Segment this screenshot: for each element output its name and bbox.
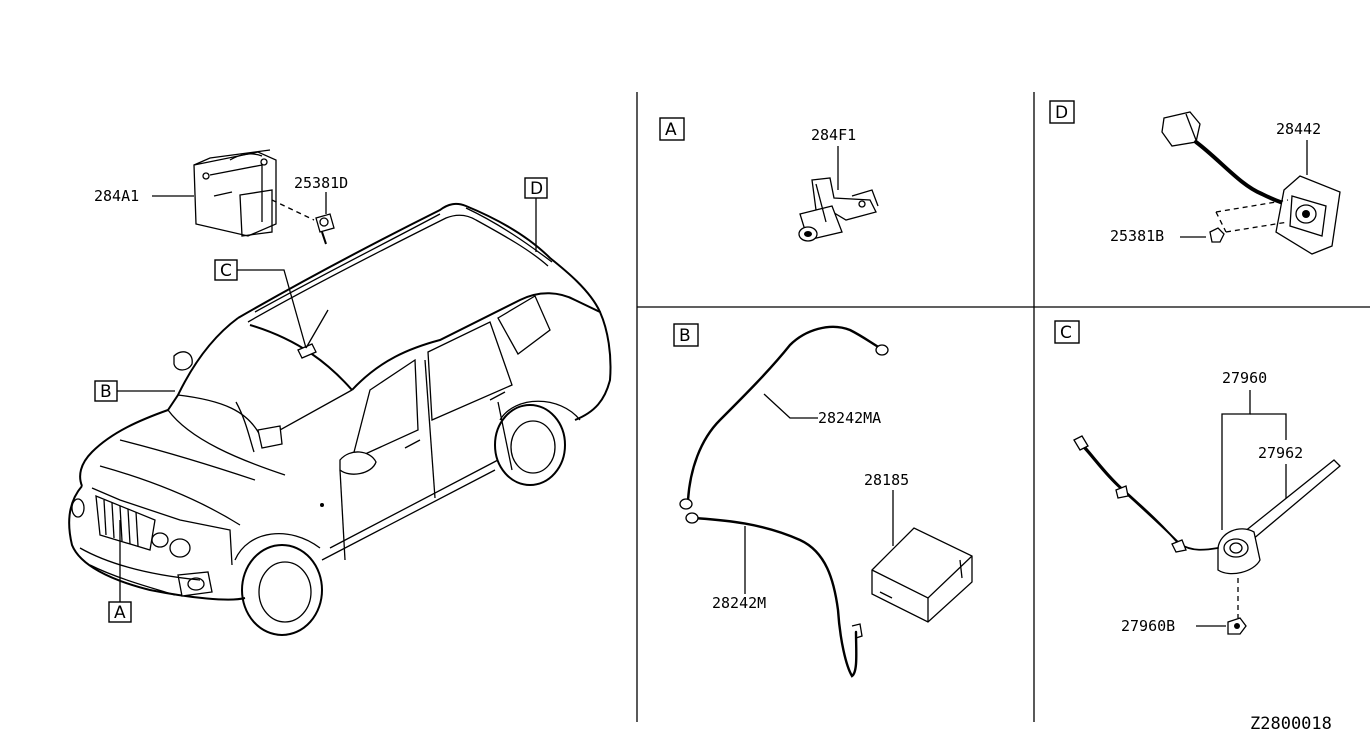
part-28185-label: 28185 <box>864 471 909 489</box>
marker-c-label: C <box>220 261 232 281</box>
part-28442-label: 28442 <box>1276 120 1321 138</box>
panel-a-label: A <box>665 120 677 140</box>
module-28185 <box>871 527 973 623</box>
panel-d: D 28442 25381B <box>1049 100 1341 255</box>
part-284a1-label: 284A1 <box>94 187 139 205</box>
diagram-id: Z2800018 <box>1250 714 1332 734</box>
panel-c: C 27960 27962 27960B <box>1054 320 1341 635</box>
panel-b: B 28242MA 28242M 28185 <box>673 323 973 678</box>
antenna-27960 <box>1073 435 1341 635</box>
part-284f1-label: 284F1 <box>811 126 856 144</box>
panel-dividers <box>636 92 1370 722</box>
part-27960b-label: 27960B <box>1121 617 1175 635</box>
panel-a: A 284F1 <box>659 117 879 242</box>
antenna-28442 <box>1161 111 1341 255</box>
panel-c-label: C <box>1060 323 1072 343</box>
part-27960-label: 27960 <box>1222 369 1267 387</box>
part-25381b-label: 25381B <box>1110 227 1164 245</box>
vehicle-illustration <box>68 202 612 636</box>
marker-d-label: D <box>530 179 543 199</box>
cable-28242ma <box>679 325 889 510</box>
module-284a1 <box>193 149 277 237</box>
bolt-25381d <box>271 199 335 245</box>
part-27962-label: 27962 <box>1258 444 1303 462</box>
panel-d-label: D <box>1055 103 1068 123</box>
part-28242ma-label: 28242MA <box>818 409 881 427</box>
panel-b-label: B <box>679 326 691 346</box>
camera-284f1 <box>798 177 879 242</box>
marker-a-label: A <box>114 603 126 623</box>
main-view-markers: A B C D <box>94 177 548 623</box>
part-25381d-label: 25381D <box>294 174 348 192</box>
cable-28242m <box>685 512 863 678</box>
marker-b-label: B <box>100 382 112 402</box>
part-28242m-label: 28242M <box>712 594 766 612</box>
